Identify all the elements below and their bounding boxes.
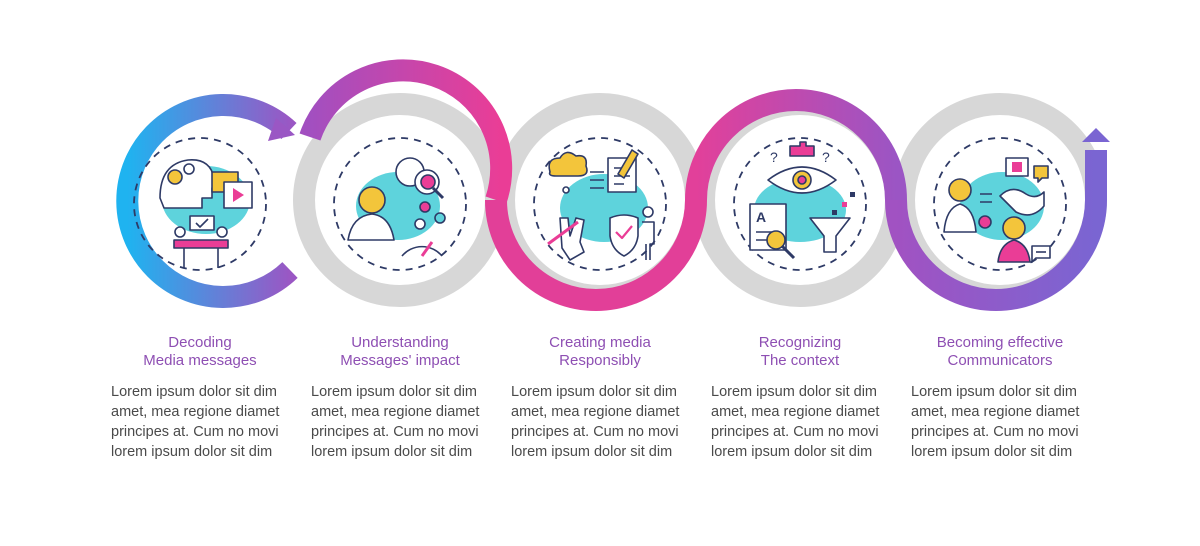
description-line: Lorem ipsum dolor sit dim	[511, 384, 677, 400]
description-line: lorem ipsum dolor sit dim	[311, 444, 473, 460]
understanding-impact-icon	[347, 157, 446, 257]
step-title-line: Messages' impact	[340, 352, 460, 369]
step-decoding: Decoding Media messages Lorem ipsum dolo…	[105, 334, 295, 462]
step-description: Lorem ipsum dolor sit dim amet, mea regi…	[511, 382, 689, 462]
description-line: principes at. Cum no movi	[311, 424, 479, 440]
description-line: amet, mea regione diamet	[111, 404, 280, 420]
step-title-line: Media messages	[143, 352, 257, 369]
description-line: amet, mea regione diamet	[311, 404, 480, 420]
step-title-line: Understanding	[351, 334, 449, 351]
step-description: Lorem ipsum dolor sit dim amet, mea regi…	[911, 382, 1089, 462]
description-line: principes at. Cum no movi	[911, 424, 1079, 440]
description-line: principes at. Cum no movi	[511, 424, 679, 440]
step-description: Lorem ipsum dolor sit dim amet, mea regi…	[711, 382, 889, 462]
svg-text:A: A	[756, 209, 766, 225]
description-line: principes at. Cum no movi	[111, 424, 279, 440]
svg-text:?: ?	[822, 149, 830, 165]
step-title: Understanding Messages' impact	[305, 334, 495, 370]
description-line: Lorem ipsum dolor sit dim	[111, 384, 277, 400]
step-title-line: Communicators	[947, 352, 1053, 369]
description-line: lorem ipsum dolor sit dim	[511, 444, 673, 460]
decoding-media-icon	[159, 159, 253, 268]
recognizing-context-icon: ? ? A	[749, 141, 855, 260]
dashed-rings	[133, 137, 1067, 271]
description-line: amet, mea regione diamet	[911, 404, 1080, 420]
step-recognizing: Recognizing The context Lorem ipsum dolo…	[705, 334, 895, 462]
step-title: Creating media Responsibly	[505, 334, 695, 370]
description-line: lorem ipsum dolor sit dim	[911, 444, 1073, 460]
svg-text:?: ?	[770, 149, 778, 165]
description-line: principes at. Cum no movi	[711, 424, 879, 440]
description-line: Lorem ipsum dolor sit dim	[311, 384, 477, 400]
description-line: lorem ipsum dolor sit dim	[111, 444, 273, 460]
step-becoming: Becoming effective Communicators Lorem i…	[905, 334, 1095, 462]
step-title-line: Recognizing	[758, 334, 842, 351]
step-description: Lorem ipsum dolor sit dim amet, mea regi…	[311, 382, 489, 462]
step-title-line: The context	[760, 352, 840, 369]
step-title-line: Decoding	[168, 334, 232, 351]
description-line: Lorem ipsum dolor sit dim	[911, 384, 1077, 400]
gradient-wave	[116, 59, 1110, 311]
effective-communicators-icon	[943, 157, 1051, 263]
creating-media-icon	[547, 149, 655, 261]
step-title: Becoming effective Communicators	[905, 334, 1095, 370]
step-title-line: Creating media	[549, 334, 651, 351]
step-title: Decoding Media messages	[105, 334, 295, 370]
description-line: lorem ipsum dolor sit dim	[711, 444, 873, 460]
step-description: Lorem ipsum dolor sit dim amet, mea regi…	[111, 382, 289, 462]
step-understanding: Understanding Messages' impact Lorem ips…	[305, 334, 495, 462]
step-title: Recognizing The context	[705, 334, 895, 370]
step-title-line: Responsibly	[559, 352, 641, 369]
step-title-line: Becoming effective	[936, 334, 1064, 351]
step-creating: Creating media Responsibly Lorem ipsum d…	[505, 334, 695, 462]
description-line: Lorem ipsum dolor sit dim	[711, 384, 877, 400]
description-line: amet, mea regione diamet	[711, 404, 880, 420]
description-line: amet, mea regione diamet	[511, 404, 680, 420]
